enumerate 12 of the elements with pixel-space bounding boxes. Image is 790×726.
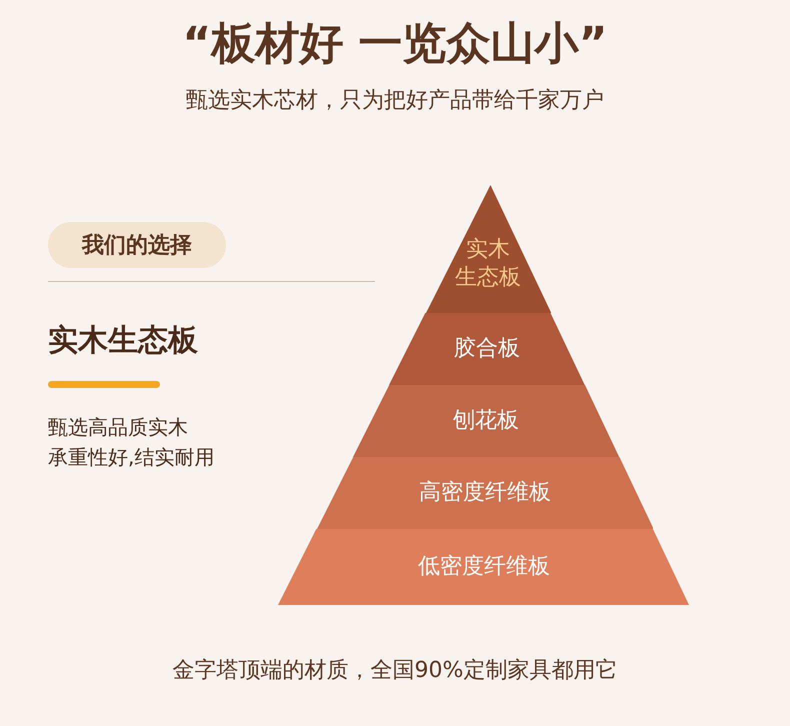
body-text: 承重性好,结实耐用 (48, 444, 214, 471)
layer-label: 低密度纤维板 (418, 553, 550, 581)
caption: 金字塔顶端的材质，全国90%定制家具都用它 (172, 657, 618, 685)
layer-label: 高密度纤维板 (419, 479, 552, 507)
body-text: 甄选高品质实木 (48, 414, 188, 441)
layer-label: 胶合板 (454, 335, 520, 363)
subtitle: 甄选实木芯材，只为把好产品带给千家万户 (186, 87, 604, 115)
layer-label: 实木生态板 (455, 236, 522, 292)
title: “板材好 一览众山小” (182, 17, 608, 71)
layer-label: 刨花板 (453, 407, 520, 435)
tag-pill: 我们的选择 (48, 222, 226, 268)
heading: 实木生态板 (48, 322, 198, 360)
